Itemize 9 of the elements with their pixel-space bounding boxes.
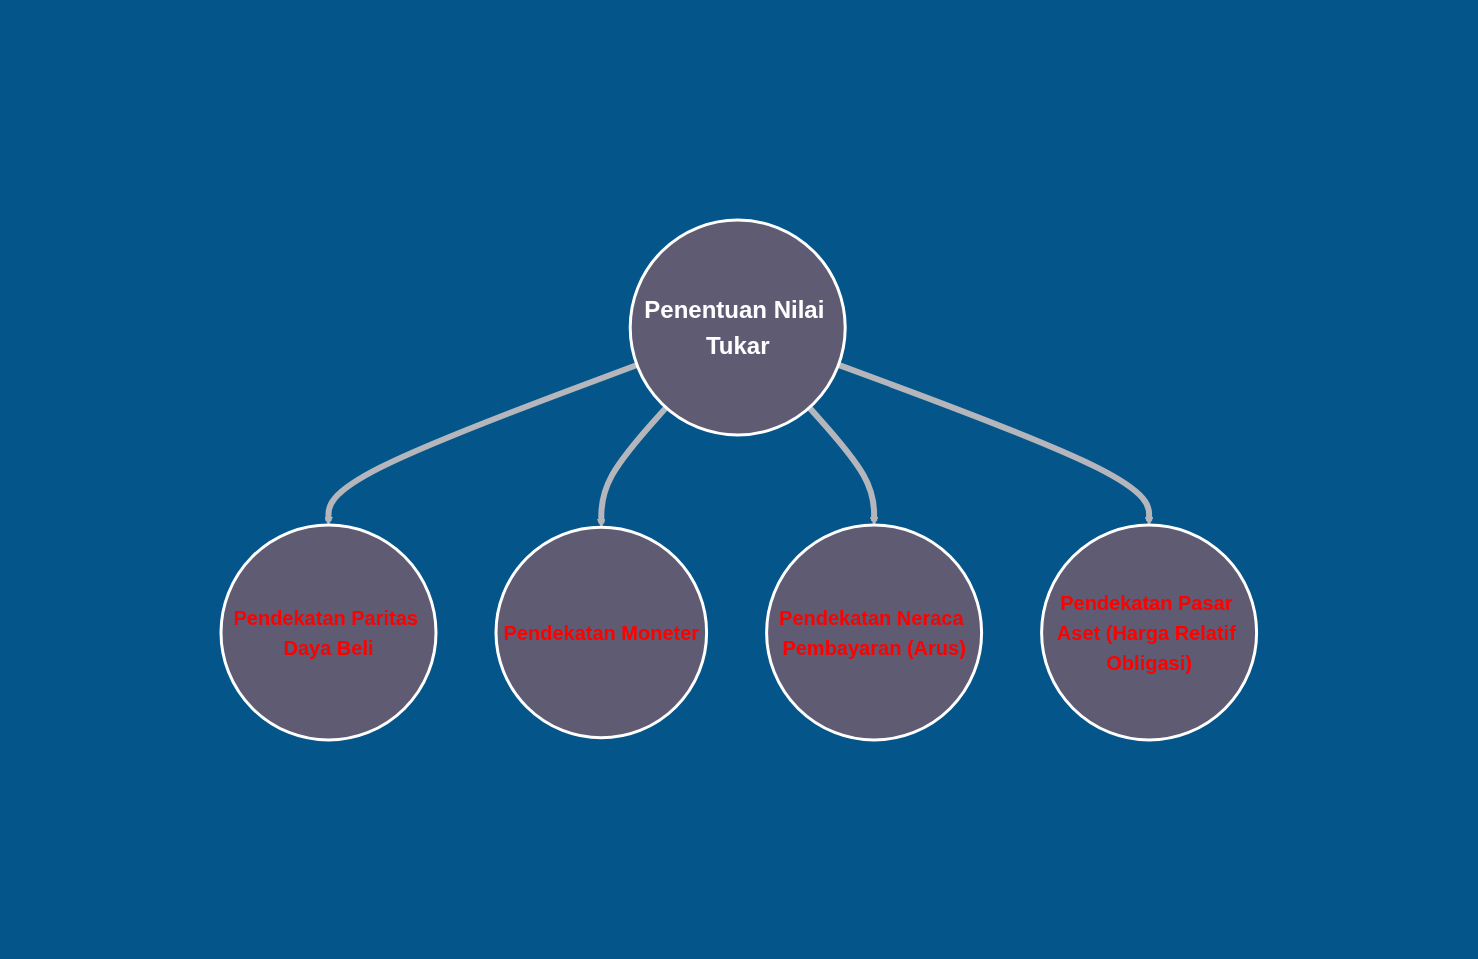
arrow bbox=[807, 405, 879, 525]
node-circle: Penentuan Nilai Tukar bbox=[628, 218, 847, 436]
node-circle: Pendekatan Pasar Aset (Harga Relatif Obligasi) bbox=[1040, 523, 1259, 741]
arrow bbox=[597, 405, 669, 528]
node-circle: Pendekatan Paritas Daya Beli bbox=[219, 523, 438, 741]
arrow bbox=[837, 361, 1154, 525]
node-circle: Pendekatan Moneter bbox=[494, 525, 709, 739]
node-circle: Pendekatan Neraca Pembayaran (Arus) bbox=[765, 523, 984, 741]
arrow bbox=[324, 361, 639, 525]
